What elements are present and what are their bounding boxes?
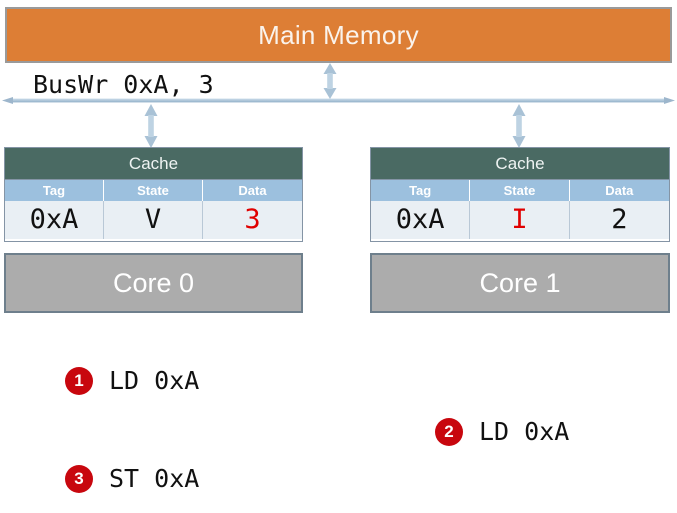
column-header-data: Data [238,183,267,198]
cache-state-value-core0: V [104,201,203,239]
column-header-state: State [104,180,203,201]
cache-tag-value-core1: 0xA [371,201,471,239]
core-block-0: Core 0 [4,253,303,313]
main-memory-label: Main Memory [258,19,419,50]
column-header-tag: Tag [5,180,104,201]
step-item-3: 3 ST 0xA [65,464,199,493]
main-memory-block: Main Memory [5,7,672,63]
core-label-0: Core 0 [112,267,195,298]
cache-row-core0: 0xA V 3 [5,201,302,239]
step-text-3: ST 0xA [109,464,200,493]
cache-data-value-core0: 3 [244,204,261,235]
column-header-state: State [470,180,570,201]
cache-block-core1: Cache Tag State Data 0xA I 2 [370,147,670,242]
cache-data-value-core1: 2 [611,204,628,235]
step-badge-1: 1 [65,366,93,395]
memory-to-bus-arrow-icon [323,63,337,99]
cache-block-core0: Cache Tag State Data 0xA V 3 [4,147,303,242]
cache-column-headers-core0: Tag State Data [5,180,302,201]
bus-to-cache0-arrow-icon [144,104,158,148]
cache-title-core1: Cache [371,148,669,180]
step-item-2: 2 LD 0xA [435,417,569,446]
step-item-1: 1 LD 0xA [65,366,199,395]
cache-state-value-core1: I [470,201,570,239]
column-header-data: Data [605,183,634,198]
bus-transaction-label: BusWr 0xA, 3 [33,70,214,99]
step-badge-3: 3 [65,464,93,493]
core-label-1: Core 1 [479,267,561,298]
column-header-tag: Tag [371,180,471,201]
cache-title-core0: Cache [5,148,302,180]
bus-arrow-icon [2,97,675,104]
cache-tag-value-core0: 0xA [5,201,104,239]
cache-column-headers-core1: Tag State Data [371,180,669,201]
core-block-1: Core 1 [370,253,670,313]
step-badge-2: 2 [435,417,463,446]
bus-to-cache1-arrow-icon [512,104,526,148]
step-text-2: LD 0xA [479,417,570,446]
cache-row-core1: 0xA I 2 [371,201,669,239]
step-text-1: LD 0xA [109,366,200,395]
